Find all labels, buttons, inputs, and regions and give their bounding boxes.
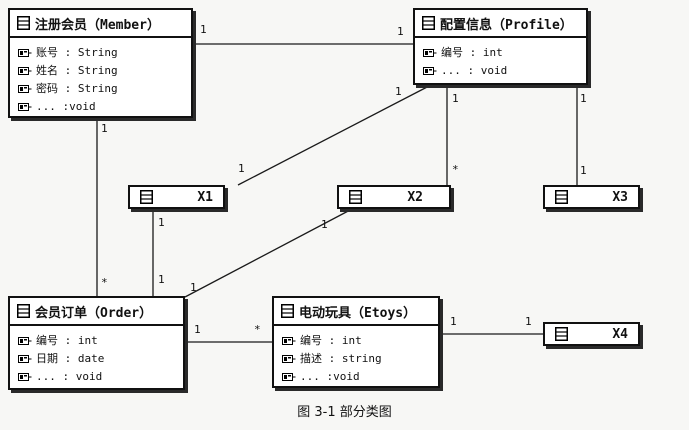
class-icon bbox=[555, 327, 568, 341]
association-x2-order bbox=[184, 208, 353, 298]
figure-caption: 图 3-1 部分类图 bbox=[297, 405, 392, 420]
attribute-text: ... : void bbox=[36, 369, 103, 383]
multiplicity-x1-order-x1-end: 1 bbox=[158, 216, 165, 229]
attribute-text: 编号 : int bbox=[441, 46, 503, 59]
class-profile-attributes: 编号 : int ... : void bbox=[415, 38, 586, 79]
attribute-text: 描述 : string bbox=[300, 352, 382, 365]
field-icon bbox=[18, 48, 32, 57]
multiplicity-profile-x2-profile-end: 1 bbox=[452, 92, 459, 105]
class-member-attributes: 账号 : String 姓名 : String 密码 : String ... … bbox=[10, 38, 191, 115]
attribute-text: 账号 : String bbox=[36, 46, 118, 59]
attribute-text: 密码 : String bbox=[36, 82, 118, 95]
field-icon bbox=[282, 354, 296, 363]
attribute-row: 姓名 : String bbox=[10, 61, 191, 79]
class-member: 注册会员（Member） 账号 : String 姓名 : String 密码 … bbox=[8, 8, 193, 118]
field-icon bbox=[18, 354, 32, 363]
class-order-attributes: 编号 : int 日期 : date ... : void bbox=[10, 326, 183, 385]
class-order-header: 会员订单（Order） bbox=[10, 298, 183, 326]
multiplicity-etoys-x4-etoys-end: 1 bbox=[450, 315, 457, 328]
attribute-text: 编号 : int bbox=[300, 334, 362, 347]
multiplicity-profile-x1-x1-end: 1 bbox=[238, 162, 245, 175]
class-x2-title: X2 bbox=[407, 189, 423, 205]
association-profile-x1 bbox=[237, 84, 432, 186]
multiplicity-x1-order-order-end: 1 bbox=[158, 273, 165, 286]
class-etoys: 电动玩具（Etoys） 编号 : int 描述 : string ... :vo… bbox=[272, 296, 440, 388]
attribute-row: ... : void bbox=[10, 367, 183, 385]
attribute-row: 账号 : String bbox=[10, 43, 191, 61]
class-etoys-title: 电动玩具（Etoys） bbox=[299, 305, 417, 321]
class-icon bbox=[555, 190, 568, 204]
attribute-row: 日期 : date bbox=[10, 349, 183, 367]
multiplicity-x2-order-x2-end: 1 bbox=[321, 218, 328, 231]
attribute-row: ... :void bbox=[274, 367, 438, 385]
multiplicity-member-order-order-end: * bbox=[101, 276, 108, 289]
multiplicity-member-order-member-end: 1 bbox=[101, 122, 108, 135]
attribute-text: ... :void bbox=[36, 99, 96, 113]
multiplicity-profile-x1-profile-end: 1 bbox=[395, 85, 402, 98]
class-etoys-attributes: 编号 : int 描述 : string ... :void bbox=[274, 326, 438, 385]
attribute-row: ... :void bbox=[10, 97, 191, 115]
multiplicity-member-profile-member-end: 1 bbox=[200, 23, 207, 36]
class-profile: 配置信息（Profile） 编号 : int ... : void bbox=[413, 8, 588, 85]
class-profile-title: 配置信息（Profile） bbox=[440, 17, 573, 33]
attribute-text: ... :void bbox=[300, 369, 360, 383]
attribute-row: 描述 : string bbox=[274, 349, 438, 367]
attribute-row: 编号 : int bbox=[274, 331, 438, 349]
field-icon bbox=[18, 372, 32, 381]
field-icon bbox=[18, 84, 32, 93]
field-icon bbox=[423, 48, 437, 57]
multiplicity-profile-x3-x3-end: 1 bbox=[580, 164, 587, 177]
field-icon bbox=[423, 66, 437, 75]
class-x4: X4 bbox=[543, 322, 640, 346]
attribute-row: 编号 : int bbox=[415, 43, 586, 61]
class-icon bbox=[281, 304, 294, 318]
attribute-text: 编号 : int bbox=[36, 334, 98, 347]
multiplicity-profile-x3-profile-end: 1 bbox=[580, 92, 587, 105]
class-member-title: 注册会员（Member） bbox=[35, 17, 160, 33]
class-x4-title: X4 bbox=[612, 326, 628, 342]
field-icon bbox=[18, 102, 32, 111]
attribute-text: ... : void bbox=[441, 63, 508, 77]
multiplicity-etoys-x4-x4-end: 1 bbox=[525, 315, 532, 328]
multiplicity-order-etoys-etoys-end: * bbox=[254, 323, 261, 336]
multiplicity-member-profile-profile-end: 1 bbox=[397, 25, 404, 38]
attribute-text: 日期 : date bbox=[36, 352, 105, 365]
class-x2: X2 bbox=[337, 185, 451, 209]
class-etoys-header: 电动玩具（Etoys） bbox=[274, 298, 438, 326]
attribute-row: ... : void bbox=[415, 61, 586, 79]
class-order: 会员订单（Order） 编号 : int 日期 : date ... : voi… bbox=[8, 296, 185, 390]
attribute-row: 编号 : int bbox=[10, 331, 183, 349]
class-icon bbox=[422, 16, 435, 30]
class-icon bbox=[349, 190, 362, 204]
attribute-text: 姓名 : String bbox=[36, 64, 118, 77]
class-x3-title: X3 bbox=[612, 189, 628, 205]
class-order-title: 会员订单（Order） bbox=[35, 305, 153, 321]
class-icon bbox=[140, 190, 153, 204]
field-icon bbox=[18, 336, 32, 345]
class-member-header: 注册会员（Member） bbox=[10, 10, 191, 38]
class-x1: X1 bbox=[128, 185, 225, 209]
class-profile-header: 配置信息（Profile） bbox=[415, 10, 586, 38]
class-icon bbox=[17, 304, 30, 318]
multiplicity-x2-order-order-end: 1 bbox=[190, 281, 197, 294]
field-icon bbox=[282, 336, 296, 345]
field-icon bbox=[18, 66, 32, 75]
class-x1-title: X1 bbox=[197, 189, 213, 205]
field-icon bbox=[282, 372, 296, 381]
class-x3: X3 bbox=[543, 185, 640, 209]
multiplicity-profile-x2-x2-end: * bbox=[452, 163, 459, 176]
class-icon bbox=[17, 16, 30, 30]
attribute-row: 密码 : String bbox=[10, 79, 191, 97]
multiplicity-order-etoys-order-end: 1 bbox=[194, 323, 201, 336]
